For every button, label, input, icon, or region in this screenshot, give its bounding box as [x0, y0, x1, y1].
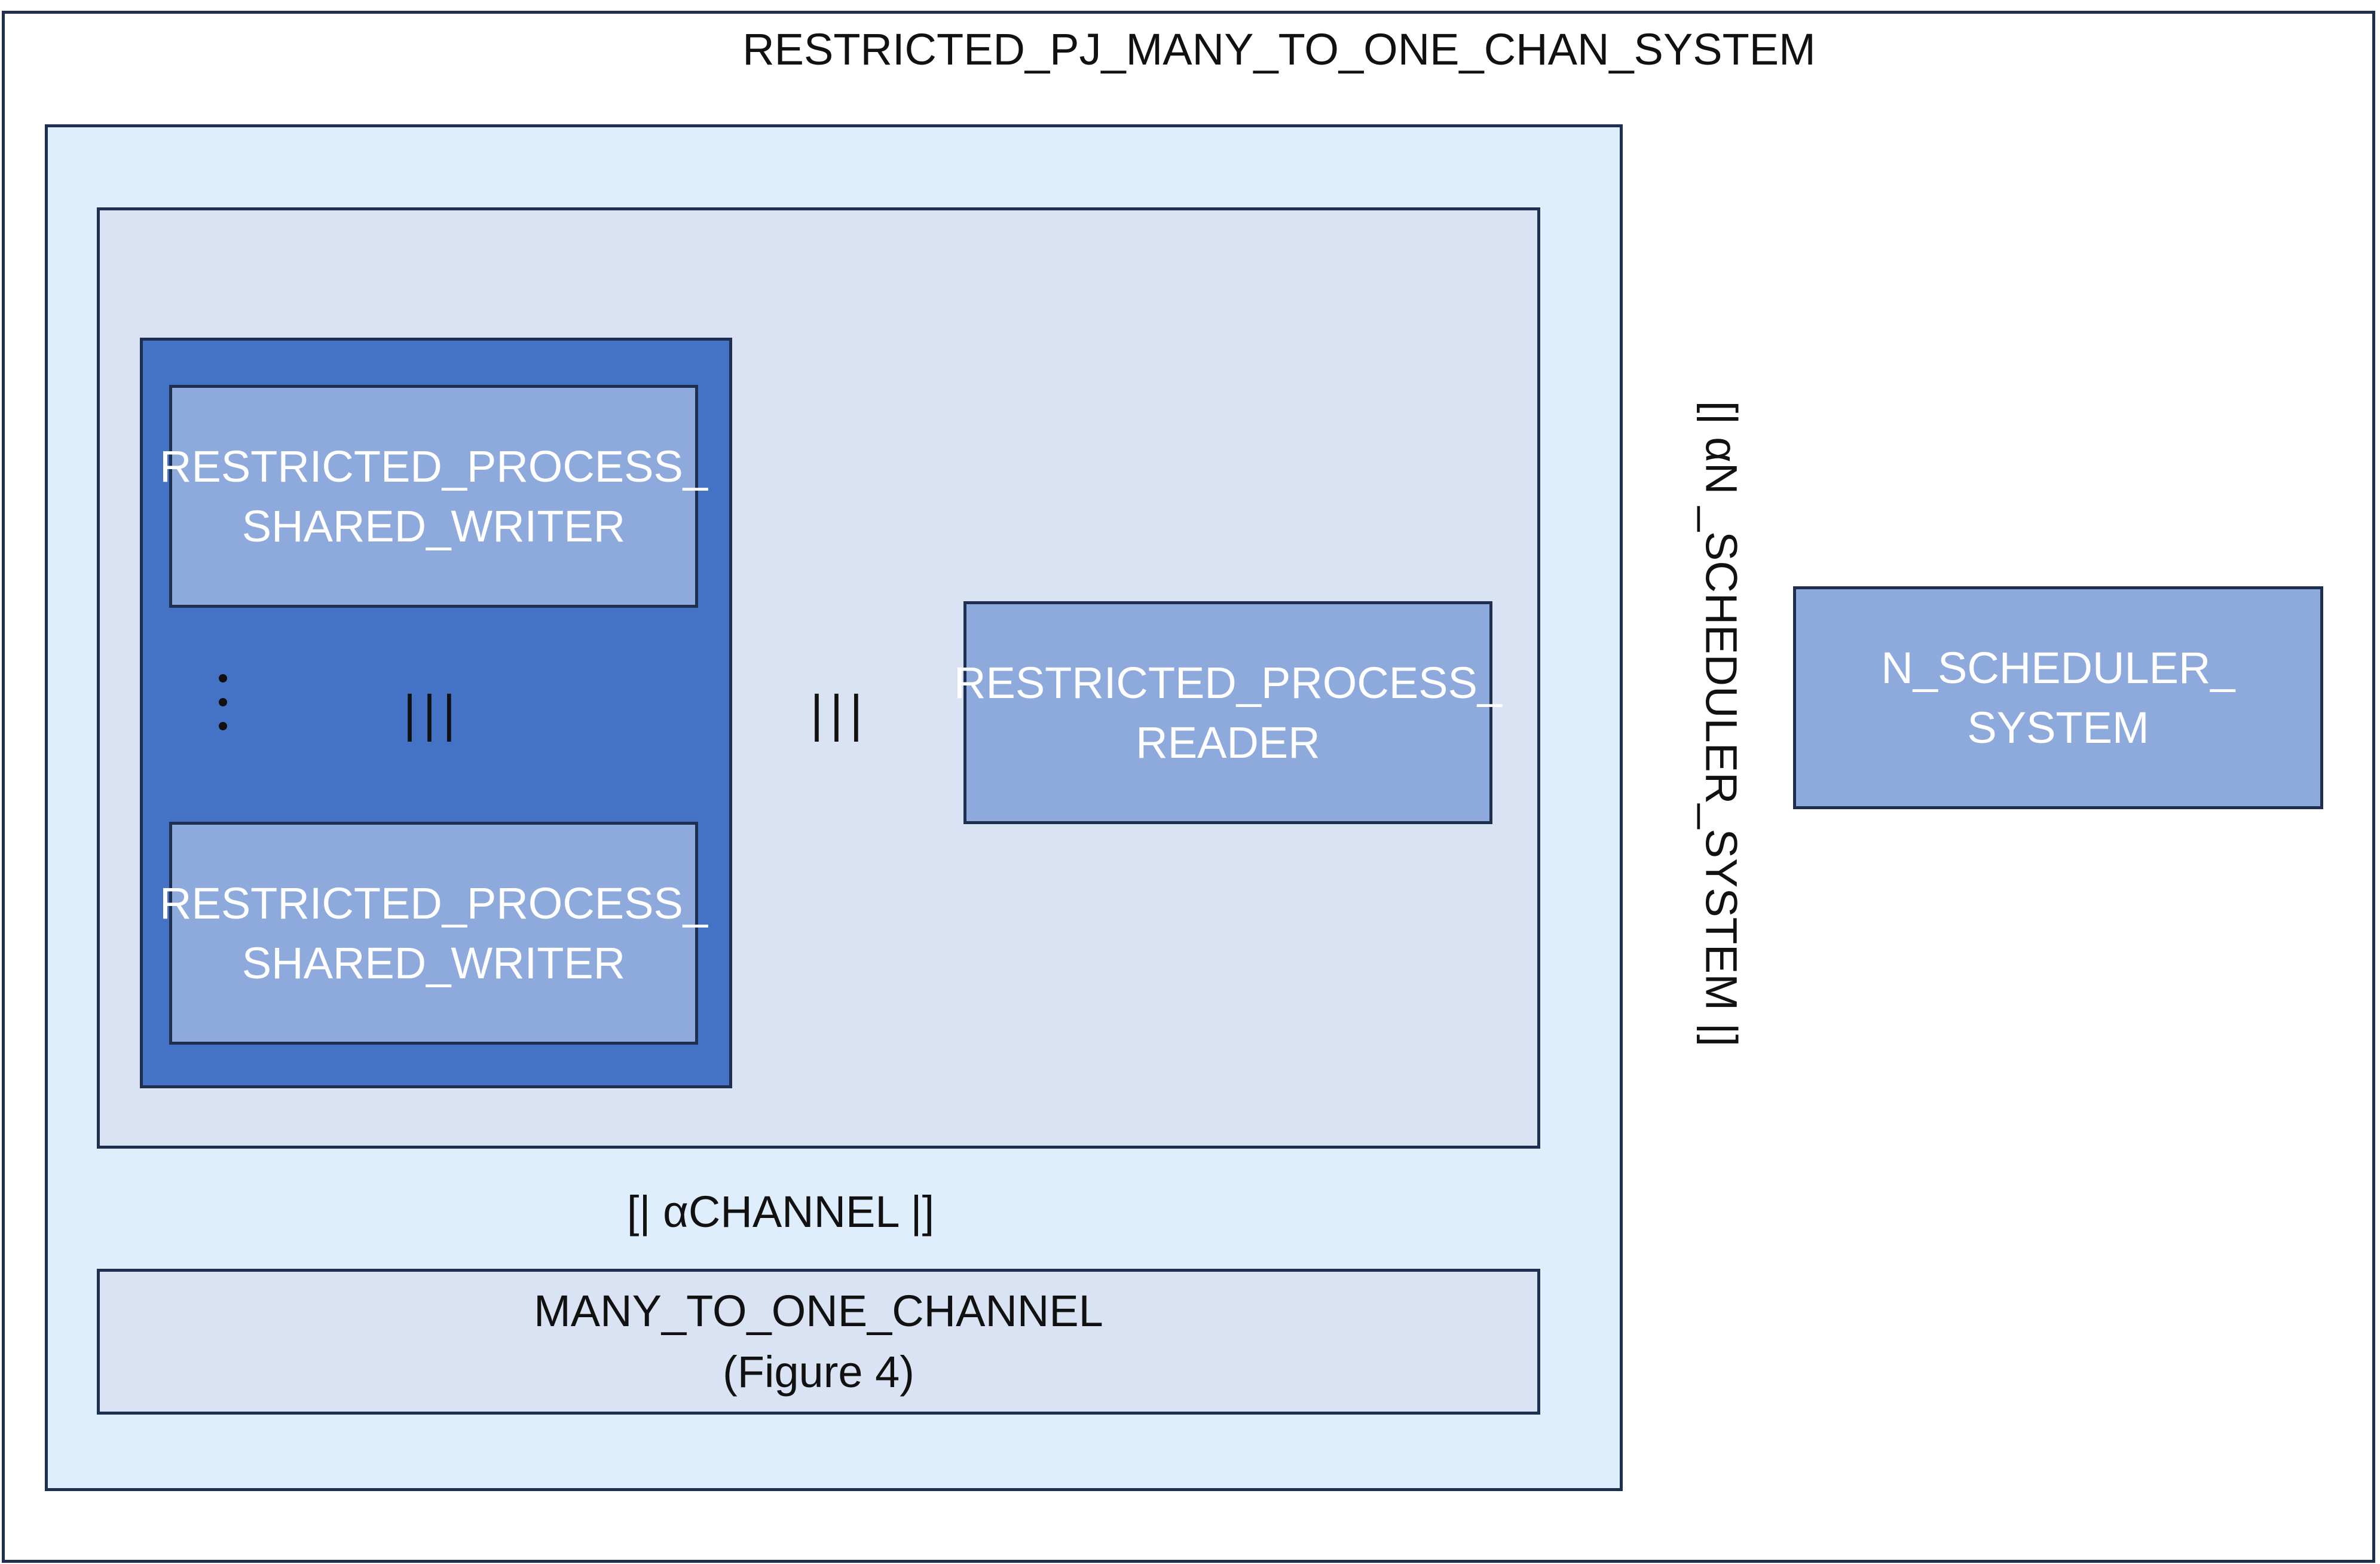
reader-line1: RESTRICTED_PROCESS_: [954, 657, 1502, 708]
shared-writer-top-line2: SHARED_WRITER: [241, 501, 626, 551]
system-title: RESTRICTED_PJ_MANY_TO_ONE_CHAN_SYSTEM: [742, 25, 1816, 74]
shared-writer-process-bottom: RESTRICTED_PROCESS_ SHARED_WRITER: [160, 822, 708, 1045]
writers-reader-interleave-operator: |||: [809, 686, 868, 742]
scheduler-line1: N_SCHEDULER_: [1881, 642, 2235, 693]
channel-figure-reference: (Figure 4): [723, 1347, 914, 1397]
shared-writer-bottom-line2: SHARED_WRITER: [241, 938, 626, 988]
scheduler-line2: SYSTEM: [1967, 702, 2149, 752]
shared-writer-bottom-line1: RESTRICTED_PROCESS_: [160, 878, 708, 928]
scheduler-sync-label: [| αN _SCHEDULER_SYSTEM |]: [1696, 400, 1746, 1047]
alpha-channel-sync-label: [| αCHANNEL |]: [626, 1187, 935, 1236]
shared-writer-top-line1: RESTRICTED_PROCESS_: [160, 441, 708, 491]
reader-line2: READER: [1136, 717, 1320, 767]
channel-name: MANY_TO_ONE_CHANNEL: [534, 1286, 1103, 1336]
writers-interleave-operator: |||: [402, 686, 461, 742]
shared-writer-process-top: RESTRICTED_PROCESS_ SHARED_WRITER: [160, 385, 708, 608]
reader-process: RESTRICTED_PROCESS_ READER: [954, 601, 1502, 824]
many-to-one-channel-box: MANY_TO_ONE_CHANNEL (Figure 4): [97, 1269, 1540, 1415]
scheduler-system-box: N_SCHEDULER_ SYSTEM: [1793, 586, 2323, 809]
ellipsis-vertical-icon: [214, 674, 232, 740]
